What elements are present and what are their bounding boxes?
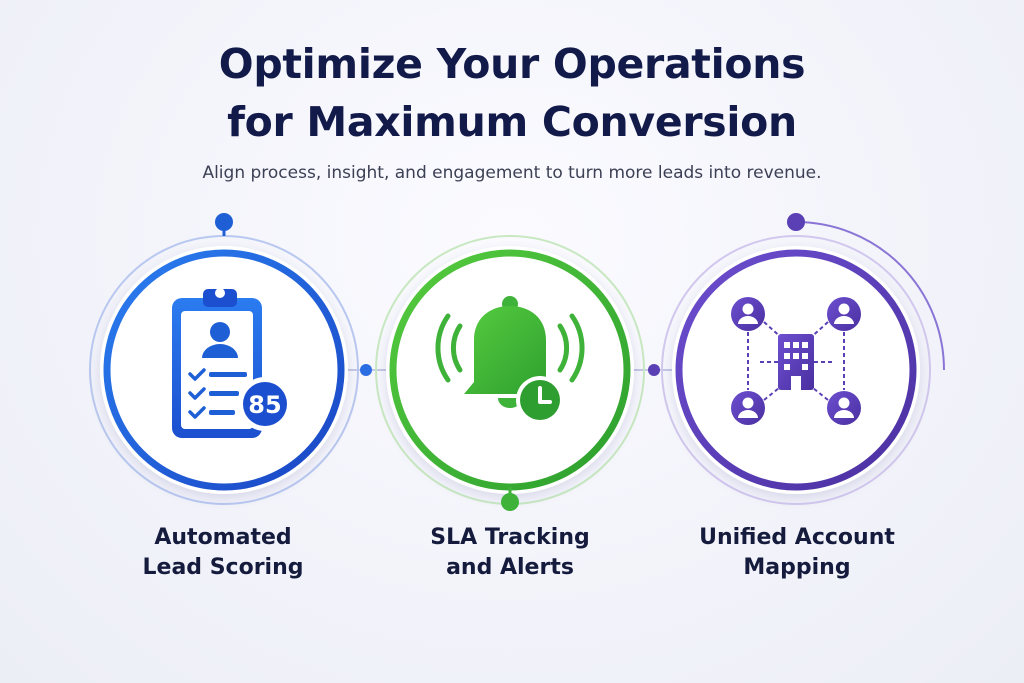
timeline-dot — [215, 213, 233, 231]
bell-clock-icon — [435, 296, 585, 424]
step-label-account-mapping: Unified Account Mapping — [667, 523, 927, 583]
step-label-line: Mapping — [743, 555, 851, 580]
account-network-icon — [731, 297, 861, 425]
person-icon — [827, 297, 861, 331]
person-icon — [827, 391, 861, 425]
person-icon — [731, 391, 765, 425]
lead-score-badge: 85 — [248, 391, 281, 419]
step-lead-scoring: 85 — [89, 213, 359, 505]
timeline-dot — [787, 213, 805, 231]
step-account-mapping — [661, 213, 945, 505]
step-sla-tracking — [375, 235, 645, 511]
timeline-dot — [501, 493, 519, 511]
clipboard-lead-score-icon: 85 — [172, 288, 292, 438]
step-label-line: and Alerts — [446, 555, 574, 580]
step-label-lead-scoring: Automated Lead Scoring — [93, 523, 353, 583]
page-title-line-1: Optimize Your Operations — [218, 40, 806, 88]
step-label-line: Automated — [154, 525, 292, 550]
step-label-line: SLA Tracking — [430, 525, 590, 550]
step-label-line: Lead Scoring — [142, 555, 304, 580]
person-icon — [731, 297, 765, 331]
page-subtitle: Align process, insight, and engagement t… — [202, 163, 822, 183]
step-label-line: Unified Account — [699, 525, 895, 550]
page-title-line-2: for Maximum Conversion — [227, 98, 797, 146]
step-label-sla-tracking: SLA Tracking and Alerts — [380, 523, 640, 583]
